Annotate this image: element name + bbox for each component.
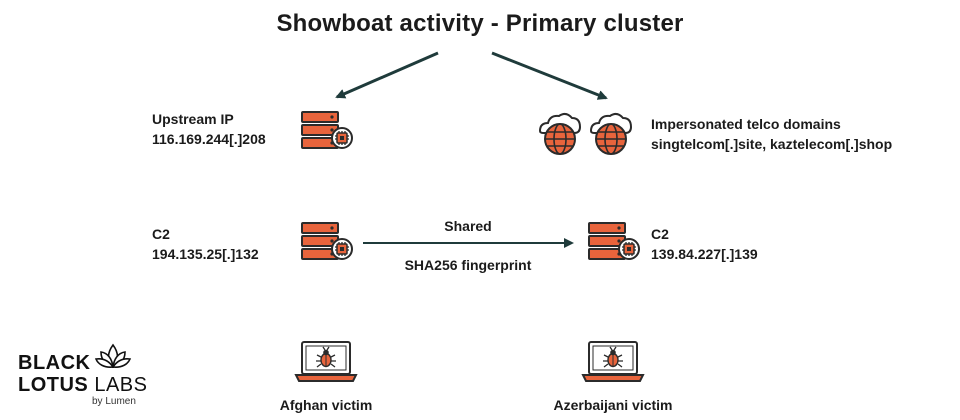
c2-left-label: C2 194.135.25[.]132 [152, 224, 259, 264]
c2-right-title: C2 [651, 226, 669, 242]
brand-line2: LOTUS LABS [18, 374, 148, 396]
shared-label-top: Shared [444, 218, 492, 234]
c2-left-address: 194.135.25[.]132 [152, 246, 259, 262]
domains-label: Impersonated telco domains singtelcom[.]… [651, 114, 892, 154]
victim-left-label: Afghan victim [279, 397, 373, 413]
brand-labs: LABS [94, 374, 148, 396]
cloud-globe-icon [590, 112, 632, 155]
c2-left-title: C2 [152, 226, 170, 242]
upstream-server-icon [301, 111, 353, 149]
upstream-ip-label: Upstream IP 116.169.244[.]208 [152, 109, 266, 149]
brand-logo: BLACK LOTUS LABS by Lumen [18, 352, 148, 408]
lotus-logo-icon [94, 343, 132, 369]
brand-line1: BLACK [18, 352, 91, 374]
cloud-globe-icon [539, 112, 581, 155]
c2-left-server-icon [301, 222, 353, 260]
domains-list: singtelcom[.]site, kaztelecom[.]shop [651, 136, 893, 152]
upstream-ip-address: 116.169.244[.]208 [152, 131, 266, 147]
laptop-bug-icon [295, 341, 357, 382]
brand-lotus: LOTUS [18, 374, 89, 396]
c2-right-label: C2 139.84.227[.]139 [651, 224, 758, 264]
upstream-ip-title: Upstream IP [152, 111, 234, 127]
brand-by-lumen: by Lumen [92, 396, 136, 407]
c2-right-server-icon [588, 222, 640, 260]
arrow-to-domains [491, 51, 608, 100]
laptop-bug-icon [582, 341, 644, 382]
shared-label-bottom: SHA256 fingerprint [404, 257, 532, 273]
victim-right-label: Azerbaijani victim [553, 397, 673, 413]
diagram-title: Showboat activity - Primary cluster [276, 10, 684, 37]
domains-title: Impersonated telco domains [651, 116, 841, 132]
c2-right-address: 139.84.227[.]139 [651, 246, 758, 262]
arrow-to-upstream [335, 51, 439, 99]
